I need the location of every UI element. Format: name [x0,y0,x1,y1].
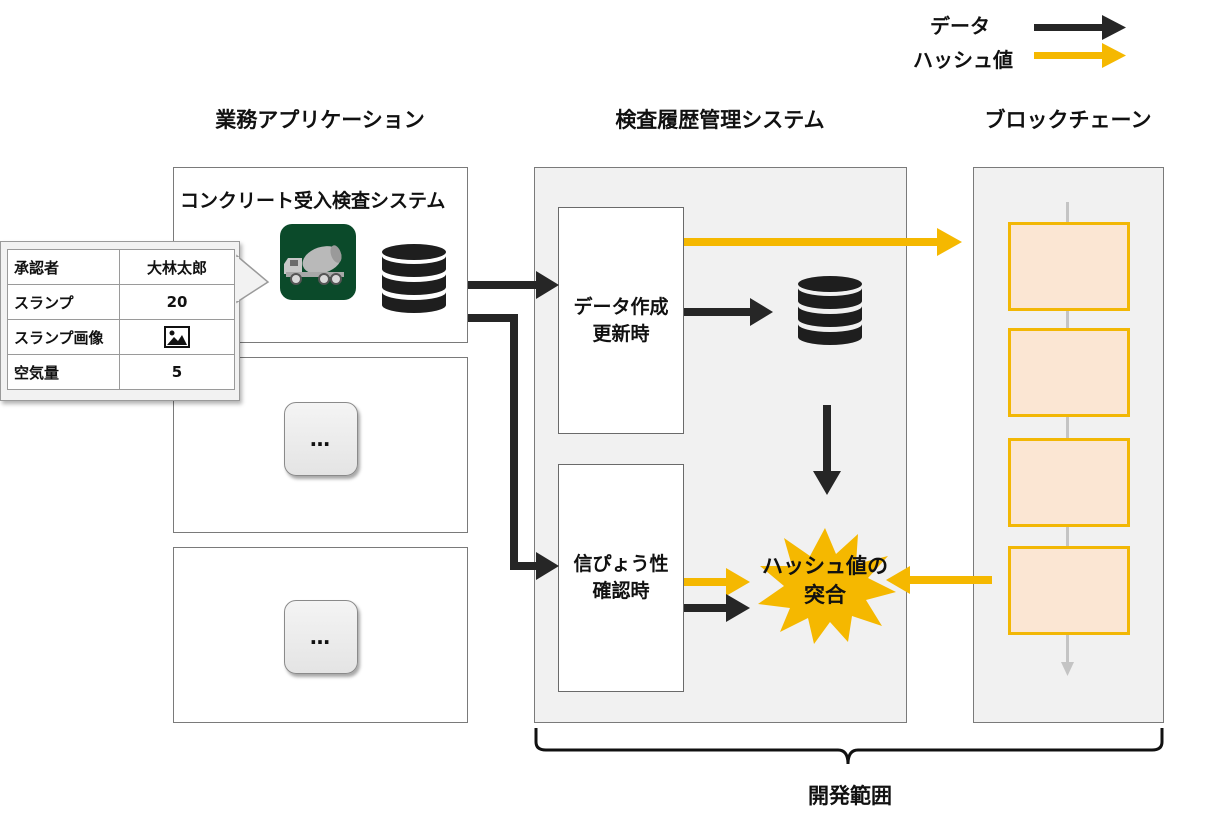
blockchain-block [1008,438,1130,527]
hash-arrow-blockchain-to-match [886,566,992,594]
table-cell-label: 空気量 [7,354,120,390]
legend-hash-label: ハッシュ値 [913,48,1013,72]
more-apps-button-1[interactable]: … [284,402,358,476]
legend-hash-arrow [1034,43,1126,68]
legend-data-arrow [1034,15,1126,40]
process-create-update-line2: 更新時 [592,322,650,345]
placeholder-app-box-2: … [173,547,468,723]
blockchain-block [1008,222,1130,311]
legend-data-label: データ [930,14,990,38]
heading-business-apps: 業務アプリケーション [215,108,425,132]
hash-match-label: ハッシュ値の 突合 [750,552,900,610]
table-row: スランプ 20 [7,284,235,320]
hash-arrow-verify-to-match [684,568,750,596]
hash-arrow-to-blockchain [684,228,962,256]
data-arrow-to-create [468,271,559,299]
blockchain-block [1008,546,1130,635]
hash-match-burst [758,528,896,644]
data-arrow-to-database [684,298,773,326]
table-cell-value: 20 [119,284,235,320]
more-apps-button-2[interactable]: … [284,600,358,674]
blockchain-block [1008,328,1130,417]
table-cell-label: スランプ [7,284,120,320]
table-row: 承認者 大林太郎 [7,249,235,285]
process-verify: 信ぴょう性 確認時 [558,464,684,692]
data-popup: 承認者 大林太郎 スランプ 20 スランプ画像 空気量 5 [0,241,240,401]
data-arrow-verify-to-match [684,594,750,622]
concrete-system-title: コンクリート受入検査システム [180,190,446,212]
table-cell-value [119,319,235,355]
heading-inspection-system: 検査履歴管理システム [615,108,825,132]
legend-arrows [1034,15,1126,68]
data-arrow-to-verify [468,314,559,580]
inspection-data-table: 承認者 大林太郎 スランプ 20 スランプ画像 空気量 5 [7,249,235,390]
data-arrow-down-to-match [813,405,841,495]
table-cell-value: 大林太郎 [119,249,235,285]
process-create-update-line1: データ作成 [573,295,669,318]
inspection-database-icon [798,276,862,345]
hash-match-line2: 突合 [804,583,846,607]
table-row: 空気量 5 [7,354,235,390]
process-verify-line2: 確認時 [592,580,650,602]
hash-match-line1: ハッシュ値の [762,554,888,578]
development-scope-label: 開発範囲 [808,784,892,808]
table-row: スランプ画像 [7,319,235,355]
heading-blockchain: ブロックチェーン [984,108,1152,132]
database-icon [382,244,446,313]
mixer-truck-icon[interactable] [280,224,356,300]
popup-pointer [236,254,270,304]
chain-line [1061,202,1074,676]
development-scope-brace [534,728,1164,765]
table-cell-value: 5 [119,354,235,390]
image-icon [164,326,190,348]
table-cell-label: スランプ画像 [7,319,120,355]
process-verify-line1: 信ぴょう性 [573,553,669,575]
process-create-update: データ作成 更新時 [558,207,684,434]
